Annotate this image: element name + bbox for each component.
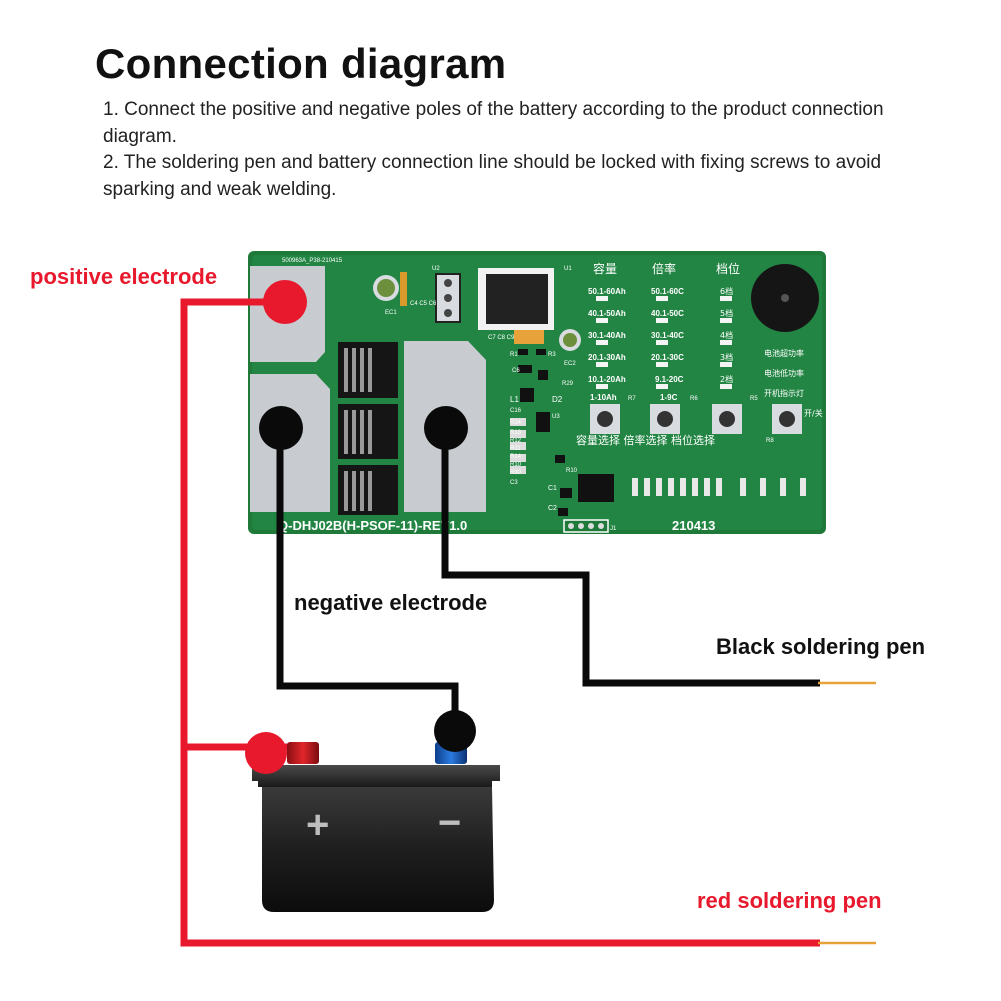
- designator-r34: R34: [510, 420, 522, 426]
- designator-j1: J1: [610, 526, 617, 532]
- designator-r12: R12: [510, 438, 522, 444]
- small-components: [510, 349, 614, 516]
- designator-r29: R29: [562, 381, 574, 387]
- positive-electrode-dot: [263, 280, 307, 324]
- gear-row-1: 6档: [720, 286, 733, 296]
- battery-positive-dot: [245, 732, 287, 774]
- capacitor-ec1: [373, 272, 407, 306]
- pcb-model: Q-DHJ02B(H-PSOF-11)-REV1.0: [278, 518, 467, 533]
- mosfet-array: [338, 342, 398, 515]
- diagram-title: Connection diagram: [95, 40, 507, 87]
- battery-minus-sign: −: [438, 801, 461, 845]
- status-row-2: 电池低功率: [764, 368, 804, 378]
- designator-c2: C2: [548, 505, 557, 512]
- resistor-array: [632, 478, 806, 496]
- capacity-row-1: 50.1-60Ah: [588, 287, 626, 296]
- capacity-row-5: 10.1-20Ah: [588, 375, 626, 384]
- designator-ec1: EC1: [385, 310, 397, 316]
- black-wire-pen: [441, 428, 820, 687]
- chip-u1: [478, 268, 554, 344]
- capacity-row-4: 20.1-30Ah: [588, 353, 626, 362]
- instruction-step-2: 2. The soldering pen and battery connect…: [103, 152, 882, 200]
- capacity-row-3: 30.1-40Ah: [588, 331, 626, 340]
- pcb-date: 210413: [672, 518, 715, 533]
- gear-row-3: 4档: [720, 330, 733, 340]
- capacity-row-6: 1-10Ah: [590, 393, 617, 402]
- status-row-1: 电池超功率: [764, 348, 804, 358]
- pcb-header-rate: 倍率: [652, 261, 676, 276]
- designator-l1: L1: [510, 395, 519, 404]
- designator-r8: R8: [766, 438, 774, 444]
- buzzer: [751, 264, 819, 332]
- battery-positive-terminal: [287, 742, 319, 764]
- pcb-top-code: 500963A_P38-210415: [282, 258, 343, 264]
- designator-r10a: R10: [510, 462, 522, 468]
- designator-r6: R6: [690, 396, 698, 402]
- rate-row-3: 30.1-40C: [651, 331, 684, 340]
- designator-u2: U2: [432, 266, 440, 272]
- rate-row-4: 20.1-30C: [651, 353, 684, 362]
- designator-r7: R7: [628, 396, 636, 402]
- instruction-step-1: 1. Connect the positive and negative pol…: [103, 99, 884, 147]
- designator-r11: R11: [510, 446, 521, 452]
- pcb-header-capacity: 容量: [593, 261, 617, 276]
- rate-row-5: 9.1-20C: [655, 375, 684, 384]
- battery-negative-dot: [434, 710, 476, 752]
- designator-c4-c6: C4 C5 C6: [410, 301, 437, 307]
- pcb-board: 500963A_P38-210415 Q-DHJ02B(H-PSOF-11)-R…: [248, 251, 826, 534]
- designator-r5: R5: [750, 396, 758, 402]
- led-indicators: [596, 296, 732, 389]
- connector-j1: [563, 519, 609, 533]
- capacity-row-2: 40.1-50Ah: [588, 309, 626, 318]
- designator-ec2: EC2: [564, 361, 576, 367]
- tactile-buttons: [590, 404, 802, 434]
- pcb-button-labels: 容量选择 倍率选择 档位选择: [576, 433, 715, 447]
- negative-electrode-dot-pen: [424, 406, 468, 450]
- pcb-inner: [252, 255, 822, 530]
- red-wire: [180, 298, 820, 947]
- designator-c6: C6: [512, 368, 520, 374]
- designator-c1: C1: [548, 485, 557, 492]
- rate-row-2: 40.1-50C: [651, 309, 684, 318]
- label-positive-electrode: positive electrode: [30, 264, 217, 289]
- designator-r3: R3: [548, 352, 556, 358]
- battery-plus-sign: +: [306, 803, 329, 847]
- status-row-4: 开/关: [804, 408, 823, 418]
- designator-d2: D2: [552, 395, 563, 404]
- designator-r1: R1: [510, 352, 518, 358]
- rate-row-6: 1-9C: [660, 393, 678, 402]
- battery: + −: [252, 742, 500, 912]
- designator-r13: R13: [510, 430, 522, 436]
- gear-row-2: 5档: [720, 308, 733, 318]
- designator-r30: R30: [510, 470, 522, 476]
- label-negative-electrode: negative electrode: [294, 590, 487, 615]
- status-row-3: 开机指示灯: [764, 388, 804, 398]
- designator-c16: C16: [510, 408, 522, 414]
- designator-r14: R14: [510, 454, 522, 460]
- rate-row-1: 50.1-60C: [651, 287, 684, 296]
- designator-c3: C3: [510, 480, 518, 486]
- label-black-soldering-pen: Black soldering pen: [716, 634, 925, 659]
- designator-u3: U3: [552, 414, 560, 420]
- pcb-header-gear: 档位: [716, 261, 740, 276]
- gear-row-5: 2档: [720, 374, 733, 384]
- designator-r10b: R10: [566, 468, 578, 474]
- gear-row-4: 3档: [720, 352, 733, 362]
- designator-u1: U1: [564, 266, 572, 272]
- negative-electrode-dot-battery: [259, 406, 303, 450]
- chip-u2: [435, 273, 461, 323]
- capacitor-ec2: [559, 329, 581, 351]
- label-red-soldering-pen: red soldering pen: [697, 888, 882, 913]
- designator-c7-c9: C7 C8 C9: [488, 335, 515, 341]
